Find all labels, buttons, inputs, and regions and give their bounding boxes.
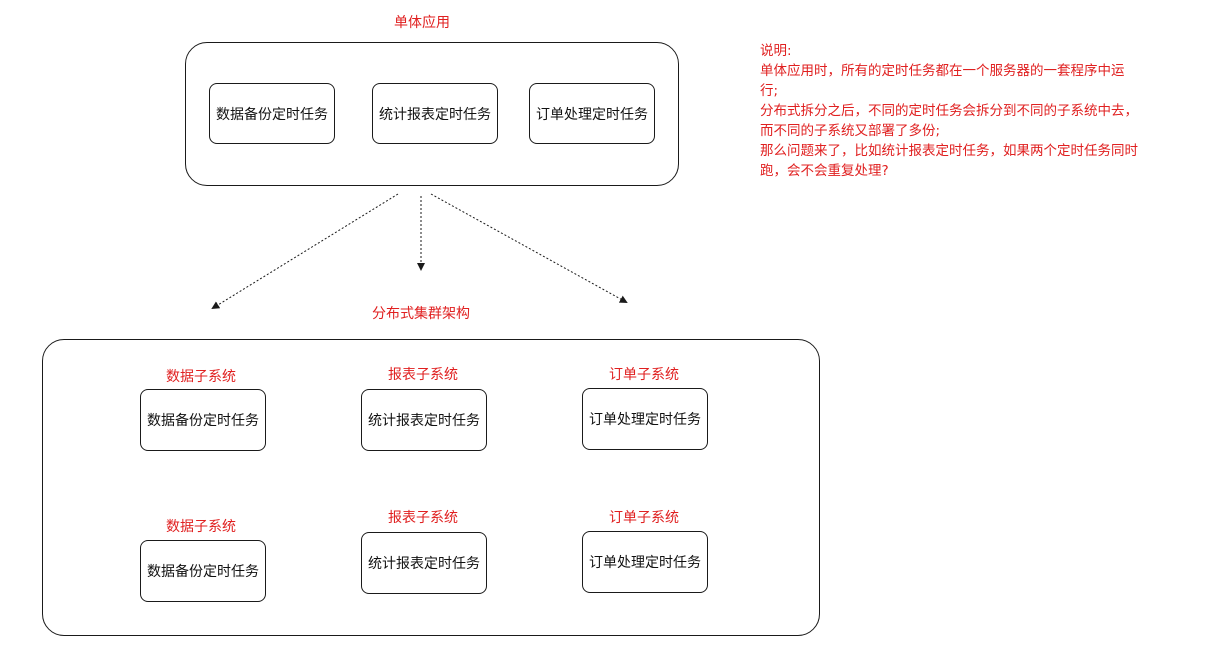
subsystem-task-box: 统计报表定时任务 (361, 389, 487, 451)
monolith-title: 单体应用 (394, 15, 450, 31)
arrow-left (211, 193, 399, 310)
subsystem-label: 报表子系统 (388, 367, 458, 383)
distributed-title: 分布式集群架构 (372, 306, 470, 322)
subsystem-task-box: 数据备份定时任务 (140, 540, 266, 602)
subsystem-label: 数据子系统 (166, 369, 236, 385)
monolith-task-order-processing: 订单处理定时任务 (529, 83, 655, 144)
monolith-task-data-backup: 数据备份定时任务 (209, 83, 335, 144)
subsystem-task-box: 订单处理定时任务 (582, 531, 708, 593)
subsystem-label: 订单子系统 (609, 367, 679, 383)
monolith-task-report-stats: 统计报表定时任务 (372, 83, 498, 144)
note-line: 单体应用时，所有的定时任务都在一个服务器的一套程序中运行; (760, 63, 1125, 99)
subsystem-label: 数据子系统 (166, 519, 236, 535)
note-line: 那么问题来了，比如统计报表定时任务，如果两个定时任务同时跑，会不会重复处理? (760, 143, 1138, 179)
subsystem-task-box: 数据备份定时任务 (140, 389, 266, 451)
note-line: 说明: (760, 43, 792, 59)
explanation-note: 说明: 单体应用时，所有的定时任务都在一个服务器的一套程序中运行; 分布式拆分之… (760, 41, 1140, 181)
subsystem-task-box: 订单处理定时任务 (582, 388, 708, 450)
subsystem-task-box: 统计报表定时任务 (361, 532, 487, 594)
subsystem-label: 订单子系统 (609, 510, 679, 526)
note-line: 分布式拆分之后，不同的定时任务会拆分到不同的子系统中去，而不同的子系统又部署了多… (760, 103, 1138, 139)
subsystem-label: 报表子系统 (388, 510, 458, 526)
arrow-right (430, 193, 628, 303)
